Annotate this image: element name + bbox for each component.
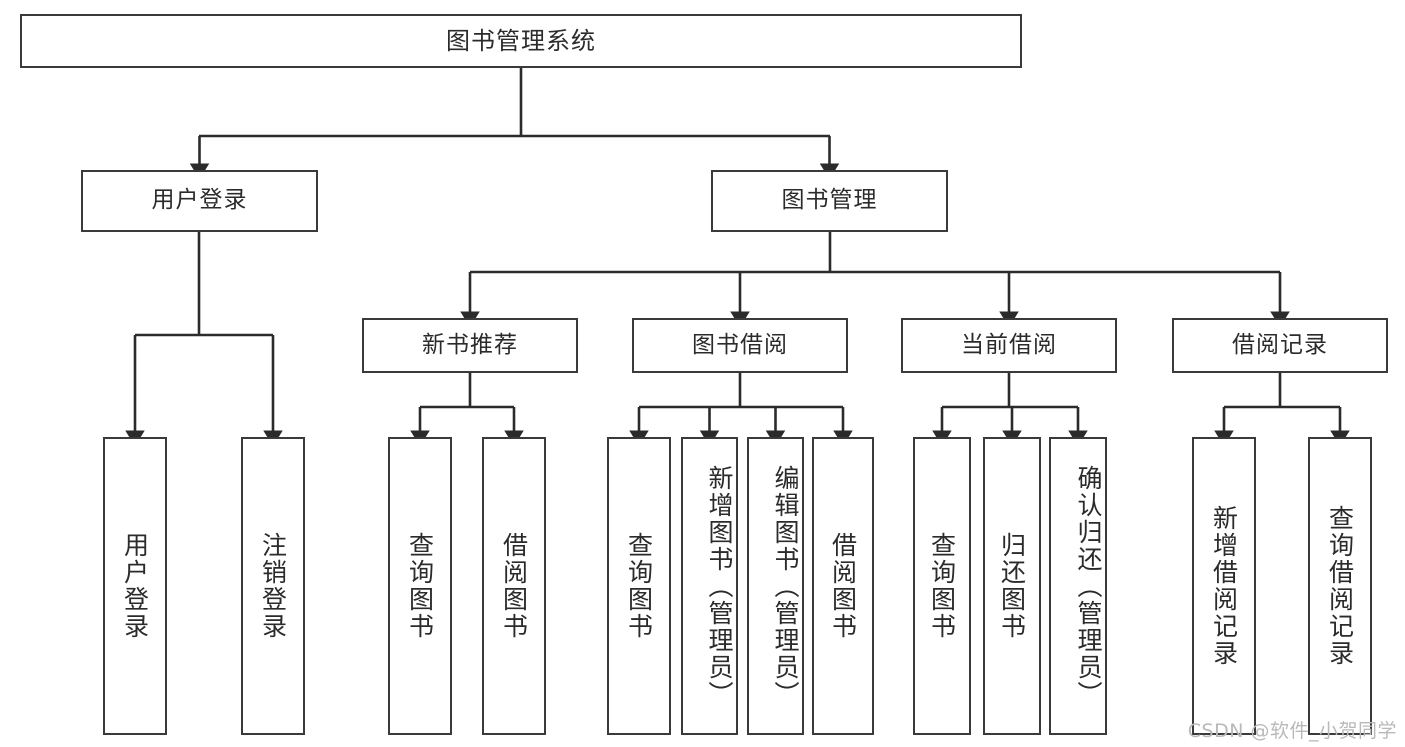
node-book-management-label: 图书管理 <box>781 187 878 214</box>
leaf-add-book-admin-label: 新增图书（管理员） <box>705 464 734 708</box>
leaf-add-book-admin[interactable]: 新增图书（管理员） <box>681 437 738 735</box>
leaf-borrow-book-recommend[interactable]: 借阅图书 <box>482 437 546 735</box>
node-current-loan-label: 当前借阅 <box>961 331 1057 358</box>
node-root[interactable]: 图书管理系统 <box>20 14 1022 68</box>
leaf-query-book-borrow-label: 查询图书 <box>624 532 654 640</box>
node-current-loan[interactable]: 当前借阅 <box>901 318 1117 373</box>
node-user-login[interactable]: 用户登录 <box>81 170 318 232</box>
leaf-confirm-return-admin-label: 确认归还（管理员） <box>1074 464 1103 708</box>
leaf-query-book-recommend-label: 查询图书 <box>405 532 435 640</box>
leaf-borrow-book[interactable]: 借阅图书 <box>812 437 874 735</box>
node-loan-record-label: 借阅记录 <box>1232 331 1328 358</box>
node-book-borrow[interactable]: 图书借阅 <box>632 318 848 373</box>
node-loan-record[interactable]: 借阅记录 <box>1172 318 1388 373</box>
node-root-label: 图书管理系统 <box>446 26 596 55</box>
node-book-borrow-label: 图书借阅 <box>692 331 788 358</box>
leaf-confirm-return-admin[interactable]: 确认归还（管理员） <box>1049 437 1107 735</box>
leaf-edit-book-admin-label: 编辑图书（管理员） <box>771 464 800 708</box>
leaf-query-loan-record[interactable]: 查询借阅记录 <box>1308 437 1372 735</box>
leaf-user-login[interactable]: 用户登录 <box>103 437 167 735</box>
leaf-return-book-label: 归还图书 <box>997 532 1027 640</box>
leaf-add-loan-record[interactable]: 新增借阅记录 <box>1192 437 1256 735</box>
node-book-management[interactable]: 图书管理 <box>711 170 948 232</box>
node-new-book-recommend-label: 新书推荐 <box>422 331 518 358</box>
leaf-user-logout-label: 注销登录 <box>258 532 288 640</box>
leaf-query-loan-record-label: 查询借阅记录 <box>1325 505 1355 667</box>
leaf-borrow-book-recommend-label: 借阅图书 <box>499 532 529 640</box>
connector-lines <box>125 68 1350 447</box>
leaf-user-login-label: 用户登录 <box>120 532 150 640</box>
leaf-return-book[interactable]: 归还图书 <box>983 437 1041 735</box>
leaf-borrow-book-label: 借阅图书 <box>828 532 858 640</box>
csdn-watermark: CSDN @软件_小贺同学 <box>1187 720 1397 742</box>
leaf-add-loan-record-label: 新增借阅记录 <box>1209 505 1239 667</box>
leaf-query-book-current[interactable]: 查询图书 <box>913 437 971 735</box>
leaf-edit-book-admin[interactable]: 编辑图书（管理员） <box>747 437 804 735</box>
leaf-user-logout[interactable]: 注销登录 <box>241 437 305 735</box>
leaf-query-book-borrow[interactable]: 查询图书 <box>607 437 671 735</box>
leaf-query-book-recommend[interactable]: 查询图书 <box>388 437 452 735</box>
node-user-login-label: 用户登录 <box>151 187 248 214</box>
leaf-query-book-current-label: 查询图书 <box>927 532 957 640</box>
node-new-book-recommend[interactable]: 新书推荐 <box>362 318 578 373</box>
